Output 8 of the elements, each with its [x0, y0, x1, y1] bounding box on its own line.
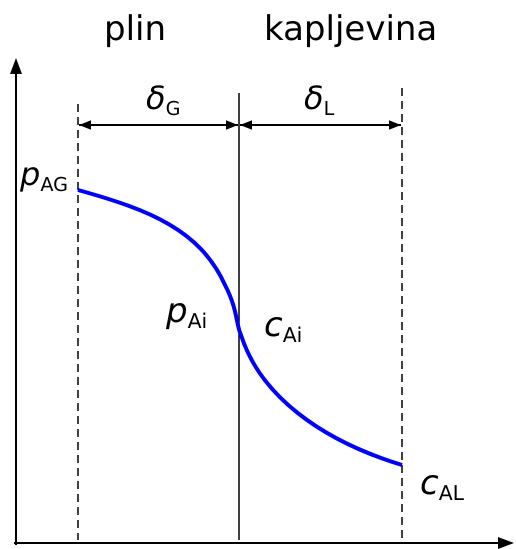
film-thickness-label: δ$_{G}$	[146, 82, 180, 118]
film-thickness-label: δ$_{L}$	[304, 82, 334, 118]
pressure-label: p$_{AG}$	[20, 158, 68, 194]
concentration-label: c$_{AL}$	[420, 466, 464, 504]
phase-heading: kapljevina	[264, 12, 438, 46]
pressure-label: p$_{Ai}$	[166, 294, 208, 332]
phase-heading: plin	[104, 12, 166, 46]
concentration-label: c$_{Ai}$	[264, 308, 302, 346]
